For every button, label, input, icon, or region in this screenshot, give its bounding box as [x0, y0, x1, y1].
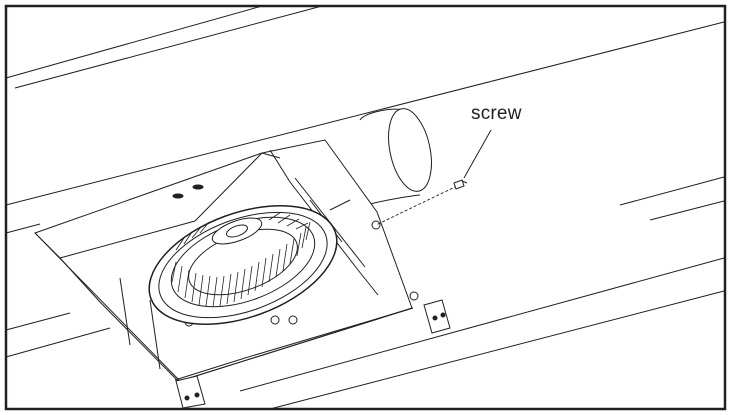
blower-blades — [171, 211, 311, 308]
screw-label: screw — [471, 103, 522, 124]
ceiling-joists — [5, 5, 725, 410]
screw-callout — [375, 129, 492, 226]
callout-leader-line — [463, 129, 492, 179]
duct-connector — [355, 108, 432, 206]
screw — [453, 179, 465, 190]
blower-wheel — [148, 204, 338, 326]
